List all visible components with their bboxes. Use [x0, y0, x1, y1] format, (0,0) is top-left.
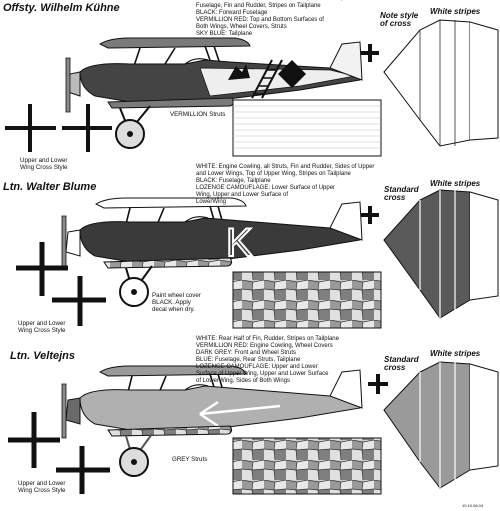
section-2-wheel-callout: Paint wheel cover BLACK. Apply decal whe… — [152, 292, 201, 313]
section-1-wing-cross-callout: Upper and Lower Wing Cross Style — [20, 157, 68, 171]
section-3-struts-callout: GREY Struts — [172, 456, 208, 463]
section-1-wing-crosses — [5, 104, 112, 152]
plane-3-profile — [61, 365, 388, 477]
plane-2-fuselage-letter: K — [226, 221, 253, 265]
section-1-struts-callout: VERMILLION Struts — [170, 111, 226, 118]
section-3-title: Ltn. Veltejns — [10, 350, 75, 362]
section-3-color-notes: WHITE: Rear Half of Fin, Rudder, Stripes… — [196, 336, 339, 384]
plane-3-tail-top-view — [383, 361, 499, 489]
plane-2-tail-top-view — [383, 189, 499, 319]
section-2-wing-cross-callout: Upper and Lower Wing Cross Style — [18, 320, 66, 334]
section-3-stripes-label: White stripes — [430, 349, 481, 358]
section-1-color-notes: WHITE: Radiator Shell, Lower Front Cowl,… — [196, 0, 342, 37]
section-2-title: Ltn. Walter Blume — [3, 181, 97, 193]
section-3-cross-label: Standard cross — [384, 355, 419, 372]
footer-code: 10.10.06.04 — [462, 503, 484, 508]
plane-2-lozenge-panel — [232, 271, 382, 329]
section-2-color-notes: WHITE: Engine Cowling, all Struts, Fin a… — [196, 164, 375, 205]
plane-3-lozenge-panel — [232, 437, 382, 495]
section-2-cross-label: Standard cross — [384, 185, 419, 202]
section-1-title: Offsty. Wilhelm Kühne — [3, 2, 120, 14]
section-3-wing-crosses — [8, 412, 110, 494]
section-2-stripes-label: White stripes — [430, 179, 481, 188]
plane-2-profile — [61, 197, 379, 307]
plane-1-tail-top-view — [383, 19, 499, 147]
section-2-wing-crosses — [16, 242, 106, 326]
section-1-stripes-label: White stripes — [430, 7, 481, 16]
section-1-cross-label: Note style of cross — [380, 11, 419, 28]
plane-1-profile — [65, 37, 379, 149]
section-3-wing-cross-callout: Upper and Lower Wing Cross Style — [18, 480, 66, 494]
plane-1-wing-panel — [232, 99, 382, 157]
